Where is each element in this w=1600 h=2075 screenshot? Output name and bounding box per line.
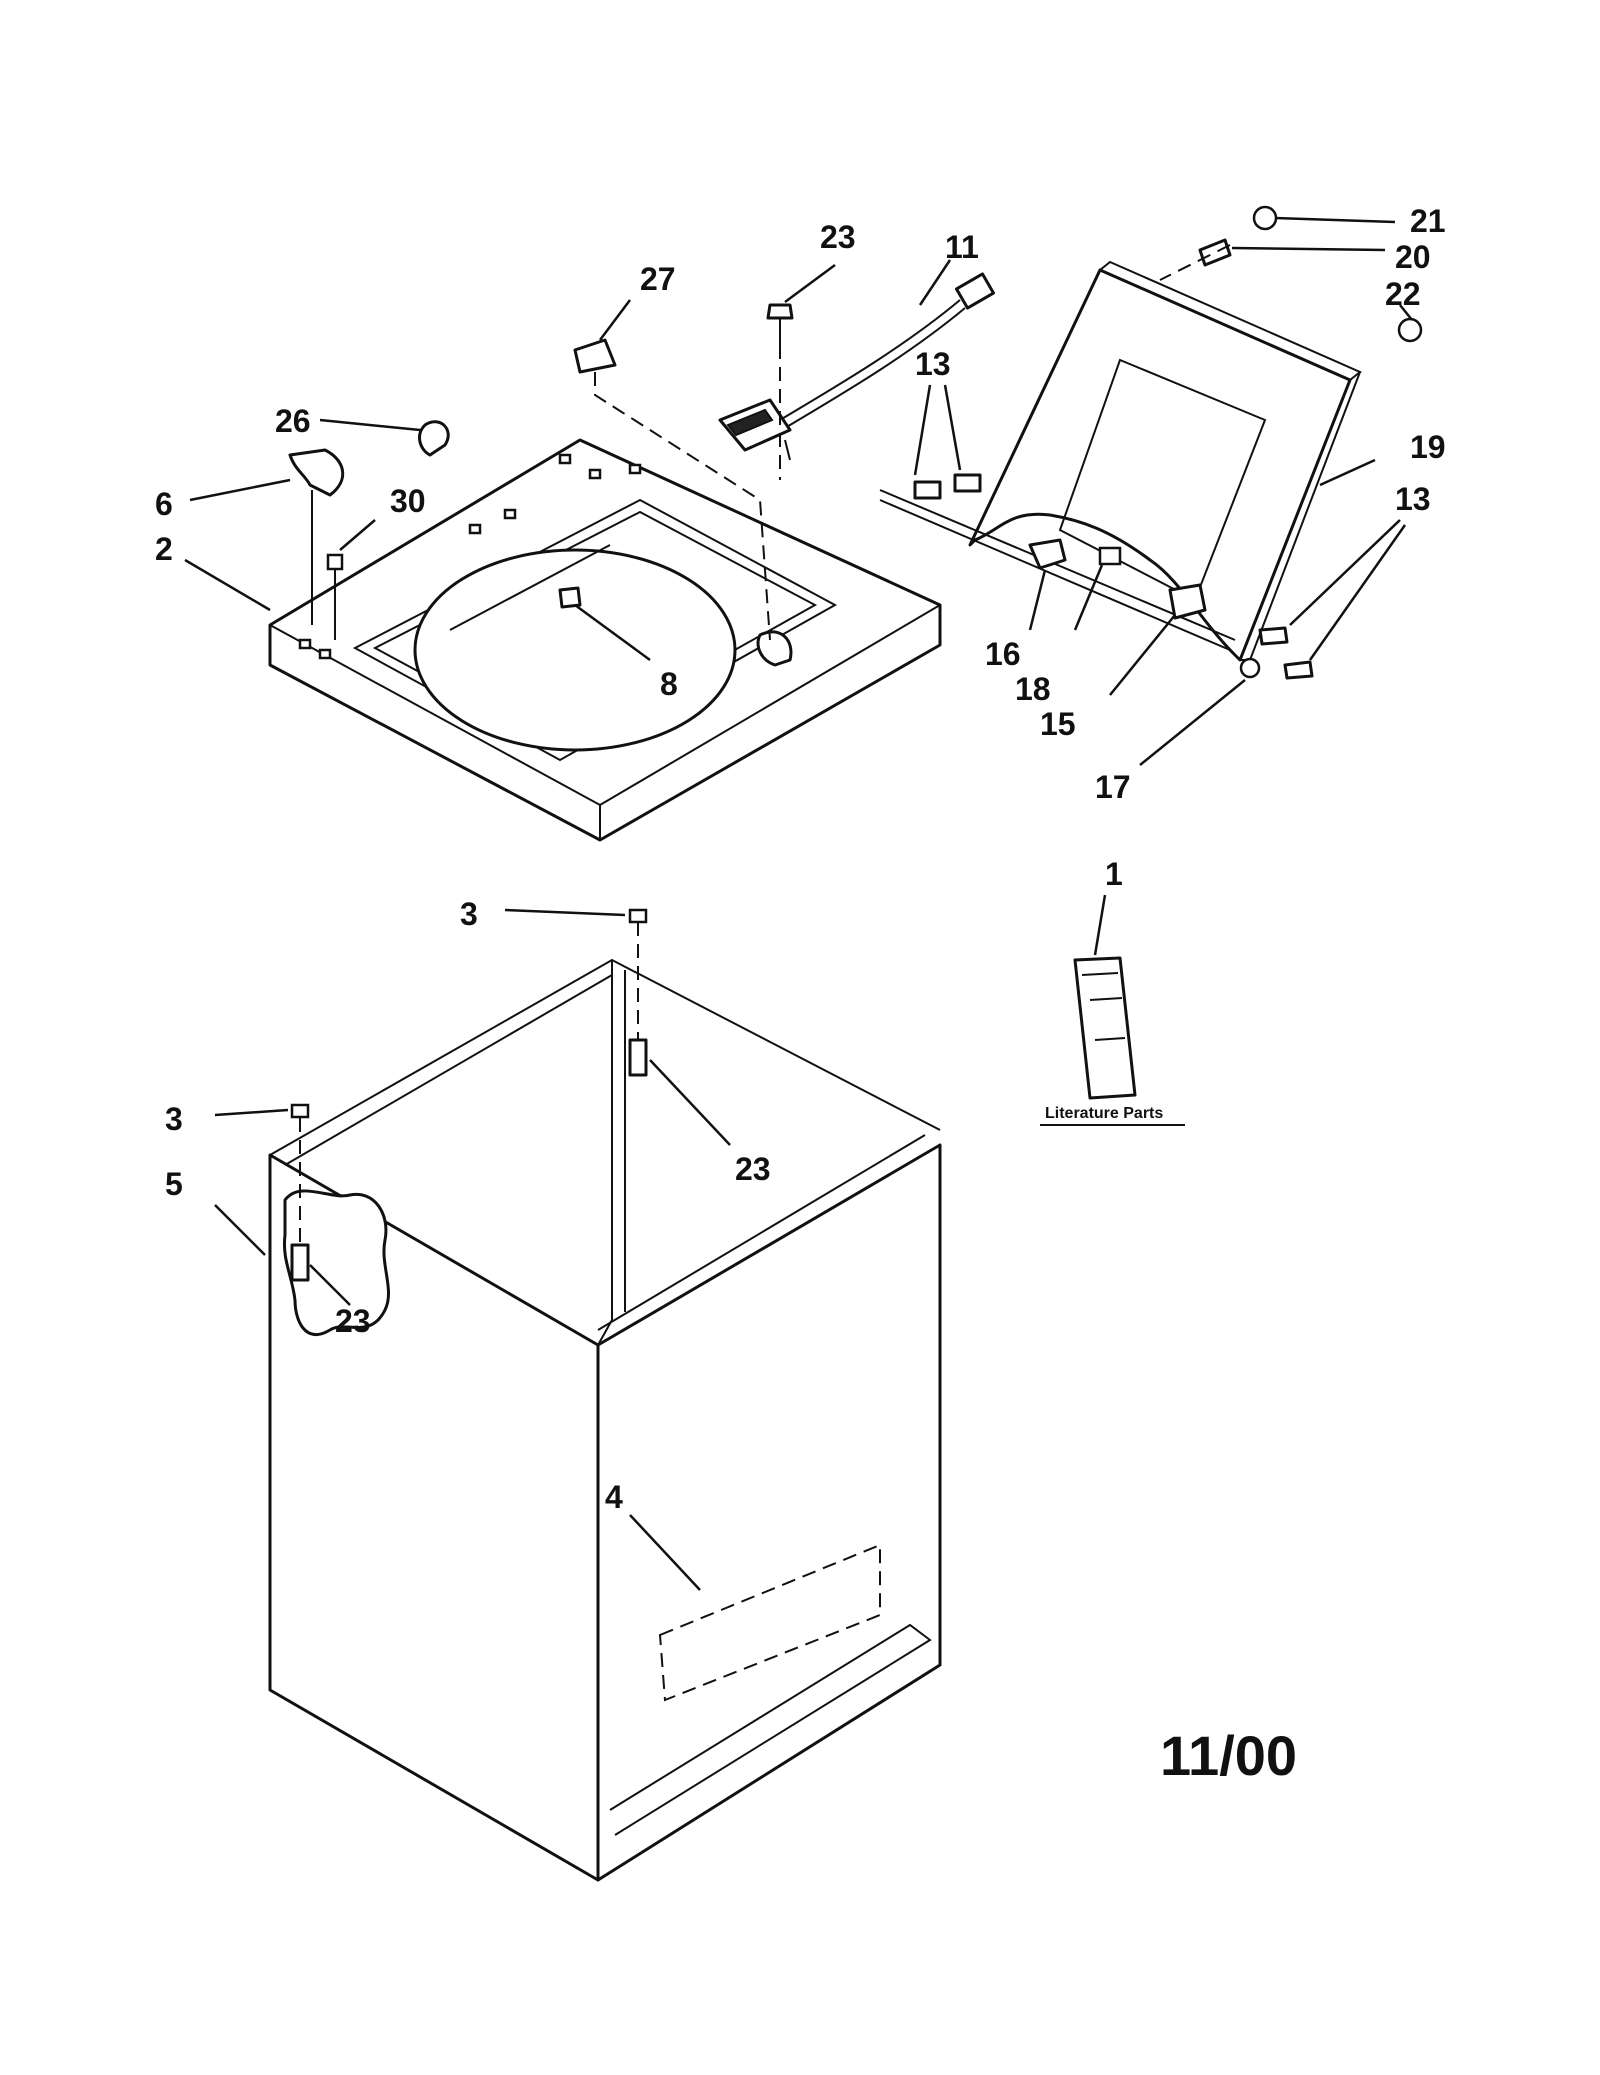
callout-22: 22: [1385, 276, 1421, 312]
lid-switch-harness: [718, 272, 995, 461]
date-code: 11/00: [1160, 1724, 1297, 1787]
screw-23-front: [290, 1243, 310, 1282]
screw-20: [1198, 238, 1232, 267]
cabinet: [268, 958, 942, 1882]
callout-15: 15: [1040, 706, 1076, 742]
screw-23-top: [766, 303, 794, 320]
callout-3-front: 3: [165, 1101, 183, 1137]
callout-27: 27: [640, 261, 676, 297]
nut-30: [326, 553, 344, 571]
callout-1: 1: [1105, 856, 1123, 892]
callout-2: 2: [155, 531, 173, 567]
callout-17: 17: [1095, 769, 1131, 805]
callout-21: 21: [1410, 203, 1446, 239]
callout-6: 6: [155, 486, 173, 522]
leader-lines: [184, 216, 1413, 1591]
bumper-22: [1397, 317, 1423, 343]
hinge-15: [1168, 583, 1207, 620]
callouts: 21 20 22 19 23 11 27 13 26 6 30 2 13 8 1…: [155, 203, 1446, 1515]
callout-19: 19: [1410, 429, 1446, 465]
callout-5: 5: [165, 1166, 183, 1202]
literature-booklet: [1040, 956, 1185, 1126]
callout-13-lower: 13: [1395, 481, 1431, 517]
literature-parts-label: Literature Parts: [1045, 1105, 1163, 1122]
callout-23-top: 23: [820, 219, 856, 255]
callout-20: 20: [1395, 239, 1431, 275]
screw-13-upper-a: [913, 480, 942, 500]
screw-13-upper-b: [953, 473, 982, 493]
clip-6: [288, 448, 345, 497]
callout-8: 8: [660, 666, 678, 702]
callout-23-front: 23: [335, 1303, 371, 1339]
callout-30: 30: [390, 483, 426, 519]
top-panel: [268, 438, 942, 842]
callout-4: 4: [605, 1479, 623, 1515]
callout-3-back: 3: [460, 896, 478, 932]
callout-11: 11: [945, 229, 979, 265]
callout-26: 26: [275, 403, 311, 439]
lid-bumper: [573, 338, 617, 374]
screw-13-lower-b: [1283, 660, 1314, 680]
clip-3-front: [290, 1103, 310, 1119]
screw-8: [558, 586, 582, 609]
callout-18: 18: [1015, 671, 1051, 707]
clip-26: [418, 420, 450, 457]
washer-17: [1239, 657, 1261, 679]
callout-23-back: 23: [735, 1151, 771, 1187]
callout-13-upper: 13: [915, 346, 951, 382]
lid: [879, 260, 1362, 662]
screw-23-back: [628, 1038, 648, 1077]
callout-16: 16: [985, 636, 1021, 672]
hinge-16: [1028, 538, 1067, 570]
clip-3-back: [628, 908, 648, 924]
screw-13-lower-a: [1258, 626, 1289, 646]
cap-21: [1252, 205, 1278, 231]
bushing-18: [1098, 546, 1122, 566]
